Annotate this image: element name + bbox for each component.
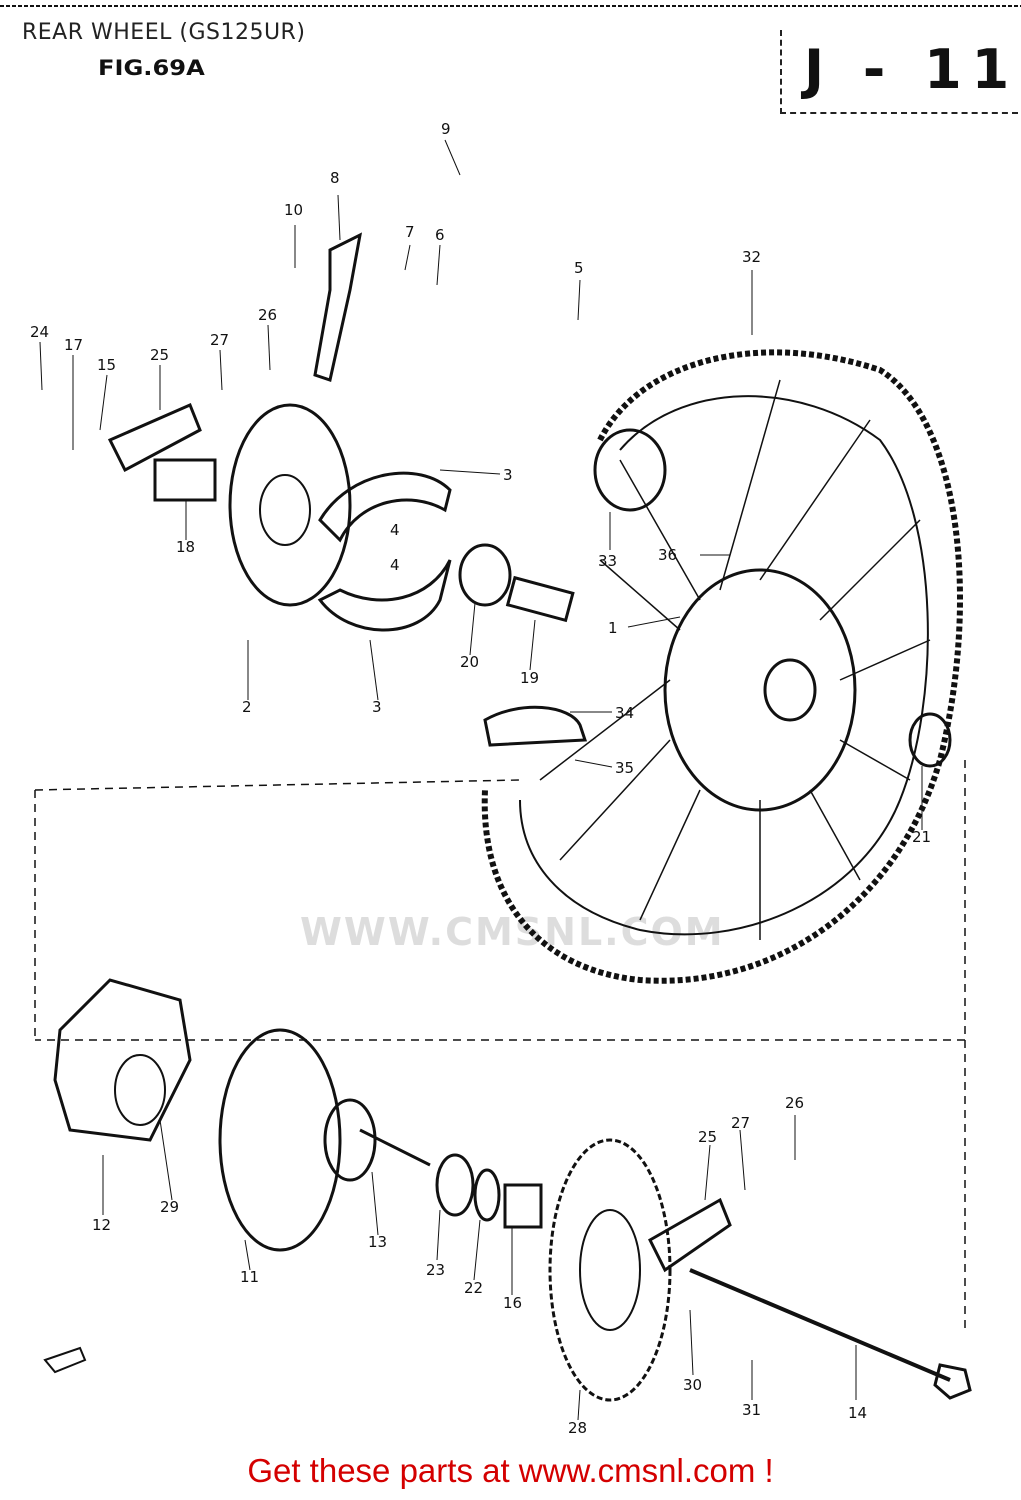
bearing-23 — [435, 1153, 475, 1217]
callout-4a: 4 — [390, 521, 400, 539]
callout-17: 17 — [64, 336, 83, 354]
callout-20: 20 — [460, 653, 479, 671]
leader-lines — [39, 139, 923, 1421]
forward-direction-arrow — [43, 1346, 87, 1374]
drawing-linework — [0, 5, 1021, 1421]
callout-23: 23 — [426, 1261, 445, 1279]
sprocket-mounting-drum — [218, 1028, 342, 1252]
callout-labels: 1 2 3 3 4 4 5 6 7 8 9 10 11 12 13 14 15 … — [30, 120, 931, 1437]
tube-valve-flap — [483, 705, 588, 747]
brake-shoe-upper — [318, 471, 452, 543]
callout-3a: 3 — [503, 466, 513, 484]
diagram-title: REAR WHEEL (GS125UR) — [22, 20, 306, 45]
brake-shoe-lower — [317, 559, 452, 632]
rim-outline — [519, 395, 929, 936]
callout-25a: 25 — [150, 346, 169, 364]
callout-27a: 27 — [210, 331, 229, 349]
callout-11: 11 — [240, 1268, 259, 1286]
callout-35: 35 — [615, 759, 634, 777]
callout-21: 21 — [912, 828, 931, 846]
chain-adjuster-upper — [107, 403, 202, 473]
figure-number: FIG.69A — [98, 56, 205, 80]
brake-cam-lever — [313, 232, 363, 382]
callout-30: 30 — [683, 1376, 702, 1394]
callout-3b: 3 — [372, 698, 382, 716]
callout-33: 33 — [598, 552, 617, 570]
callout-25b: 25 — [698, 1128, 717, 1146]
callout-14: 14 — [848, 1404, 867, 1422]
callout-24: 24 — [30, 323, 49, 341]
callout-22: 22 — [464, 1279, 483, 1297]
spokes — [539, 379, 931, 940]
rear-axle — [689, 1268, 951, 1382]
callout-7: 7 — [405, 223, 415, 241]
callout-1: 1 — [608, 619, 618, 637]
callout-26a: 26 — [258, 306, 277, 324]
callout-32: 32 — [742, 248, 761, 266]
wheel-damper — [53, 978, 192, 1142]
bearing-21 — [908, 712, 952, 768]
brake-panel — [228, 403, 352, 607]
callout-9: 9 — [441, 120, 451, 138]
get-parts-link[interactable]: Get these parts at www.cmsnl.com ! — [247, 1452, 774, 1489]
page-code: J - 11 — [804, 38, 1020, 101]
callout-34: 34 — [615, 704, 634, 722]
callout-19: 19 — [520, 669, 539, 687]
oil-seal-22 — [473, 1168, 501, 1222]
callout-10: 10 — [284, 201, 303, 219]
page-code-badge: J - 11 — [780, 30, 1018, 114]
spacer-18 — [153, 458, 217, 502]
wheel-hub — [663, 568, 857, 812]
spacer-16 — [503, 1183, 543, 1229]
callout-28: 28 — [568, 1419, 587, 1437]
spacer-19 — [505, 575, 575, 623]
callout-27b: 27 — [731, 1114, 750, 1132]
callout-31: 31 — [742, 1401, 761, 1419]
callout-5: 5 — [574, 259, 584, 277]
callout-4b: 4 — [390, 556, 400, 574]
callout-12: 12 — [92, 1216, 111, 1234]
tyre-outline — [481, 349, 963, 984]
callout-36: 36 — [658, 546, 677, 564]
callout-15: 15 — [97, 356, 116, 374]
exploded-view-drawing: 1 2 3 3 4 4 5 6 7 8 9 10 11 12 13 14 15 … — [0, 5, 1021, 1437]
callout-2: 2 — [242, 698, 252, 716]
callout-16: 16 — [503, 1294, 522, 1312]
callout-26b: 26 — [785, 1094, 804, 1112]
callout-13: 13 — [368, 1233, 387, 1251]
rim-band — [593, 428, 667, 512]
bearing-20 — [458, 543, 512, 607]
chain-adjuster-lower — [648, 1197, 732, 1273]
rear-sprocket — [548, 1138, 672, 1402]
callout-18: 18 — [176, 538, 195, 556]
callout-8: 8 — [330, 169, 340, 187]
callout-29: 29 — [160, 1198, 179, 1216]
callout-6: 6 — [435, 226, 445, 244]
